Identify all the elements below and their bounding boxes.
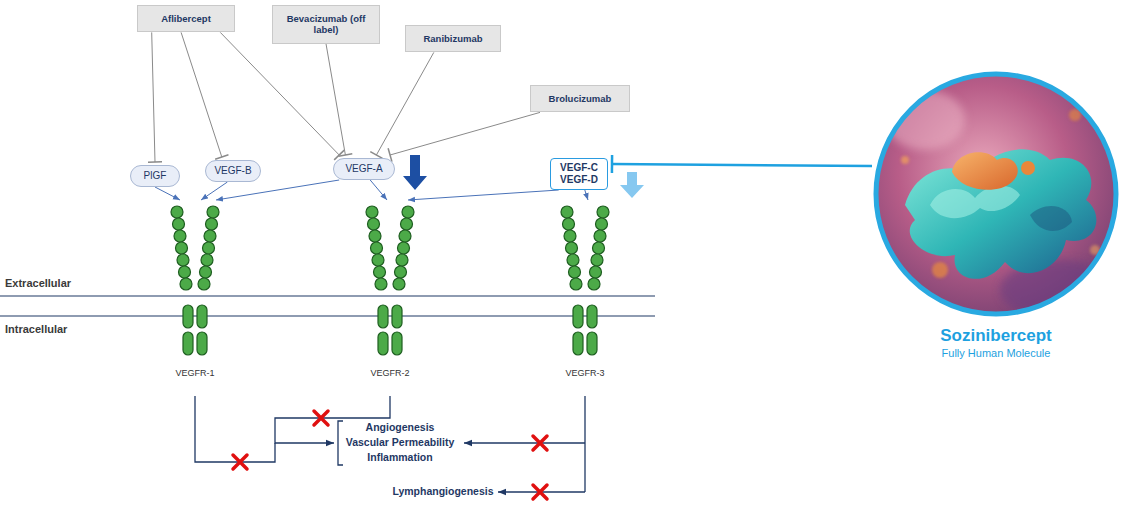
receptor-name: VEGFR-3: [555, 368, 615, 379]
activation-arrow: [201, 182, 227, 200]
inhibition-line: [376, 52, 433, 155]
drug-name: Brolucizumab: [537, 93, 623, 104]
drug-name: Bevacizumab (off label): [279, 13, 373, 36]
activation-arrow: [585, 190, 588, 200]
ligand-pill: PlGF: [130, 165, 180, 187]
outcome-label: Inflammation: [367, 451, 432, 464]
inhibition-line: [152, 32, 155, 162]
receptor-name: VEGFR-2: [360, 368, 420, 379]
inhibition-line: [390, 112, 540, 155]
ligand-box: VEGF-C VEGF-D: [550, 158, 608, 190]
signal-lines: [195, 396, 585, 492]
block-cross: [533, 436, 547, 450]
inhibition-line: [326, 44, 345, 155]
activation-arrow: [155, 187, 180, 200]
block-marks: [233, 411, 547, 499]
drug-box: Bevacizumab (off label): [272, 5, 380, 44]
receptor-symbol: [561, 206, 609, 355]
ligand-name: VEGF-A: [339, 163, 389, 175]
illustration-background: [870, 70, 1122, 322]
signal-line: [195, 396, 275, 462]
downregulation-arrow: [620, 172, 644, 198]
protein-shade: [1030, 206, 1072, 231]
illustration-dot: [901, 156, 909, 164]
ligand-name: PlGF: [136, 170, 174, 182]
signal-line: [464, 442, 585, 443]
downregulation-arrow: [403, 155, 427, 190]
receptor-symbol: [171, 206, 219, 355]
ligand-blob: [952, 152, 1018, 189]
membrane-line: [0, 295, 655, 296]
drug-box: Aflibercept: [137, 5, 235, 32]
receptor: VEGFR-1: [165, 200, 225, 379]
illustration-dot: [932, 262, 948, 278]
protein-highlight: [930, 186, 1020, 218]
block-cross: [533, 485, 547, 499]
outcome-label: Vascular Permeability: [346, 436, 455, 449]
ligand-name: VEGF-B: [211, 165, 255, 177]
outcome-label: Angiogenesis: [366, 421, 435, 434]
ligand-pill: VEGF-B: [205, 160, 261, 182]
block-cross: [233, 455, 247, 469]
signal-line: [584, 396, 585, 492]
drug-circle: SoziniberceptFully Human Molecule: [872, 70, 1120, 361]
illustration-frame: [876, 74, 1116, 314]
signal-line: [275, 396, 390, 443]
drug-name: Aflibercept: [144, 13, 228, 24]
receptor: VEGFR-3: [555, 200, 615, 379]
drug-caption: Fully Human Molecule: [872, 346, 1120, 360]
region-label: Extracellular: [5, 276, 71, 290]
ligand-pill: VEGF-A: [333, 158, 395, 180]
protein-blob: [905, 149, 1096, 279]
region-label: Intracellular: [5, 322, 67, 336]
drug-box: Brolucizumab: [530, 85, 630, 112]
membrane-line: [0, 315, 655, 316]
activation-arrow: [216, 180, 339, 200]
inhibition-line: [220, 32, 339, 155]
ligand-name: VEGF-C VEGF-D: [557, 162, 601, 186]
outcome-bracket: [338, 421, 343, 465]
activation-arrow: [370, 180, 387, 200]
receptor-name: VEGFR-1: [165, 368, 225, 379]
protein-illustration: [870, 70, 1122, 322]
inhibition-line: [181, 32, 222, 157]
drug-name: Ranibizumab: [412, 33, 494, 44]
ligand-blob: [1021, 161, 1035, 175]
receptor: VEGFR-2: [360, 200, 420, 379]
outcome-label: Lymphangiogenesis: [392, 485, 493, 498]
block-cross: [314, 411, 328, 425]
receptor-symbol: [366, 206, 414, 355]
activation-arrow: [408, 190, 559, 200]
drug-box: Ranibizumab: [405, 25, 501, 52]
drug-caption: Sozinibercept: [872, 326, 1120, 346]
inhibition-line: [612, 164, 872, 166]
